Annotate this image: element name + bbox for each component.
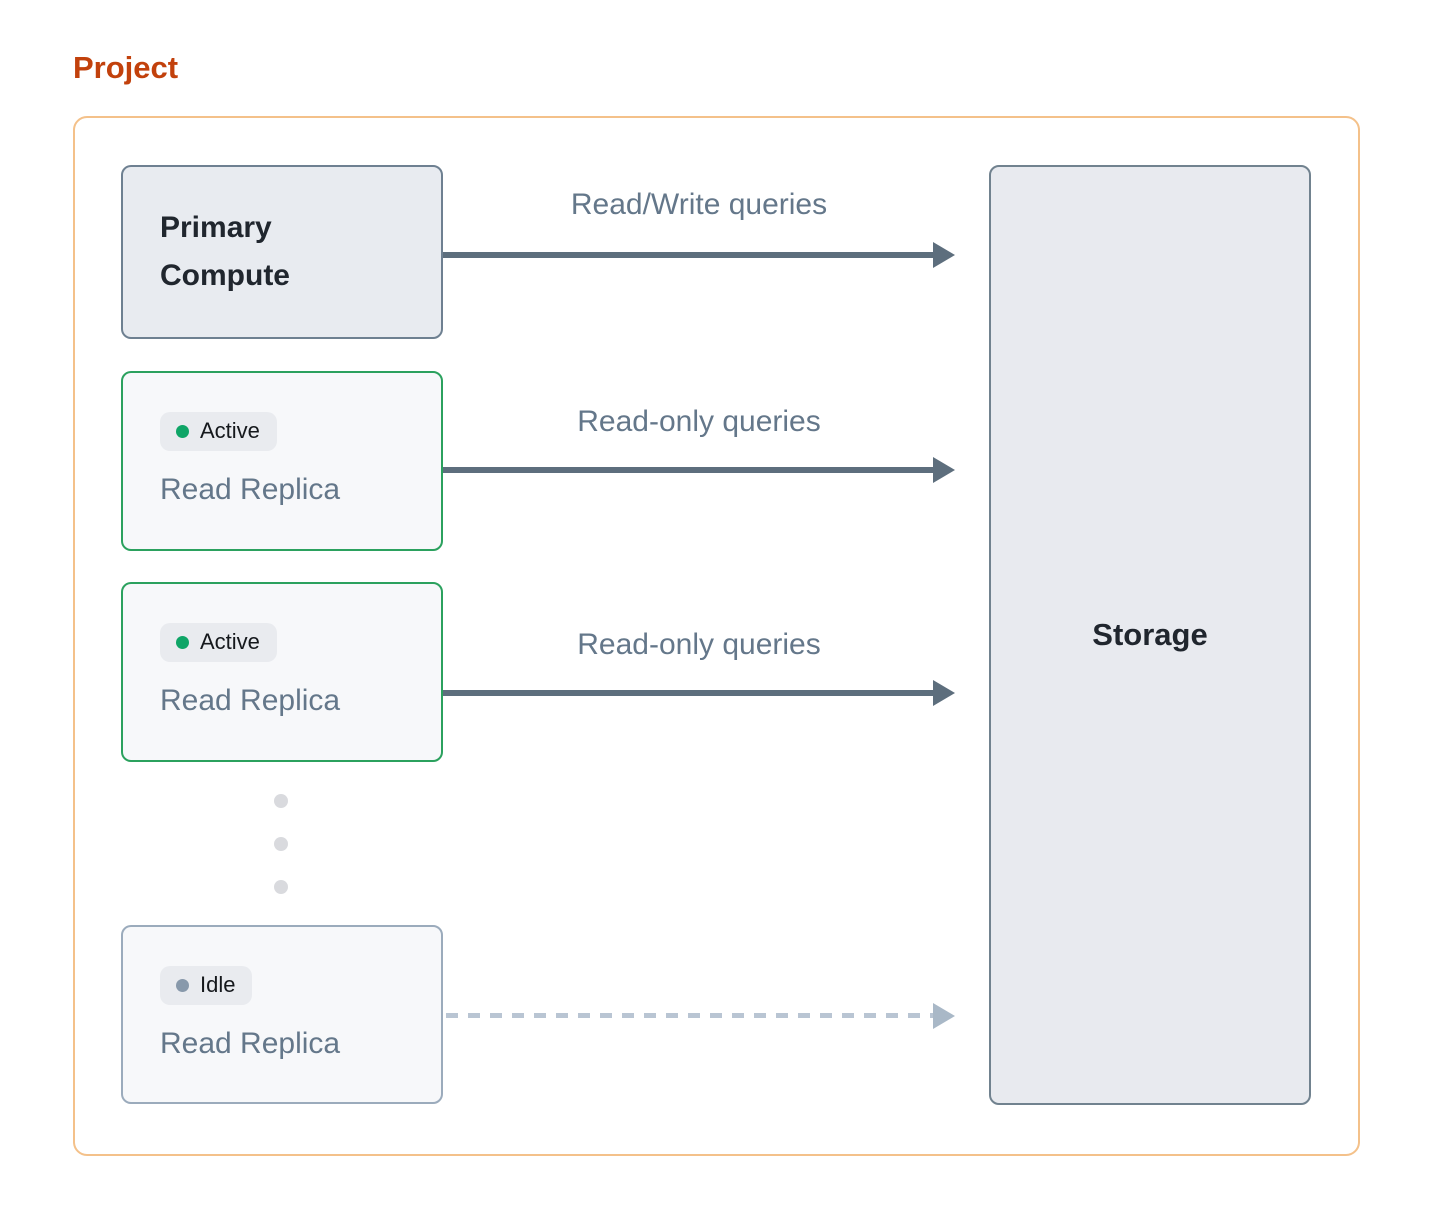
- status-badge: Active: [160, 412, 277, 451]
- replica-label: Read Replica: [160, 684, 341, 717]
- active-status-dot-icon: [176, 635, 189, 649]
- ellipsis-dot: [274, 794, 288, 808]
- ellipsis-dot: [274, 837, 288, 851]
- primary-compute-node: Primary Compute: [121, 165, 443, 339]
- status-badge: Idle: [160, 966, 253, 1005]
- primary-compute-label: Primary Compute: [160, 211, 290, 292]
- arrow-label-read-write: Read/Write queries: [570, 188, 828, 221]
- status-badge: Active: [160, 623, 277, 662]
- status-label: Active: [200, 629, 260, 654]
- replica-label: Read Replica: [160, 1027, 341, 1060]
- ellipsis-dot: [274, 880, 288, 894]
- status-label: Active: [200, 418, 260, 443]
- arrowhead-icon: [933, 457, 955, 483]
- status-label: Idle: [200, 972, 236, 997]
- vertical-ellipsis-icon: [274, 794, 288, 894]
- read-replica-node-idle: Idle Read Replica: [121, 925, 443, 1104]
- arrowhead-icon: [933, 680, 955, 706]
- read-replica-node-1: Active Read Replica: [121, 371, 443, 551]
- page-title: Project: [73, 50, 179, 85]
- active-status-dot-icon: [176, 424, 189, 438]
- arrow-read-only-2: [443, 680, 955, 706]
- arrow-read-only-1: [443, 457, 955, 483]
- storage-node: Storage: [989, 165, 1311, 1105]
- arrow-read-write: [443, 242, 955, 268]
- arrow-label-read-only-2: Read-only queries: [577, 628, 821, 661]
- arrow-label-read-only-1: Read-only queries: [577, 405, 821, 438]
- arrowhead-icon: [933, 1002, 955, 1029]
- idle-status-dot-icon: [176, 978, 189, 992]
- arrowhead-icon: [933, 242, 955, 268]
- storage-label: Storage: [1092, 617, 1208, 652]
- arrow-idle-dashed: [446, 1002, 955, 1029]
- replica-label: Read Replica: [160, 473, 341, 506]
- read-replica-node-2: Active Read Replica: [121, 582, 443, 762]
